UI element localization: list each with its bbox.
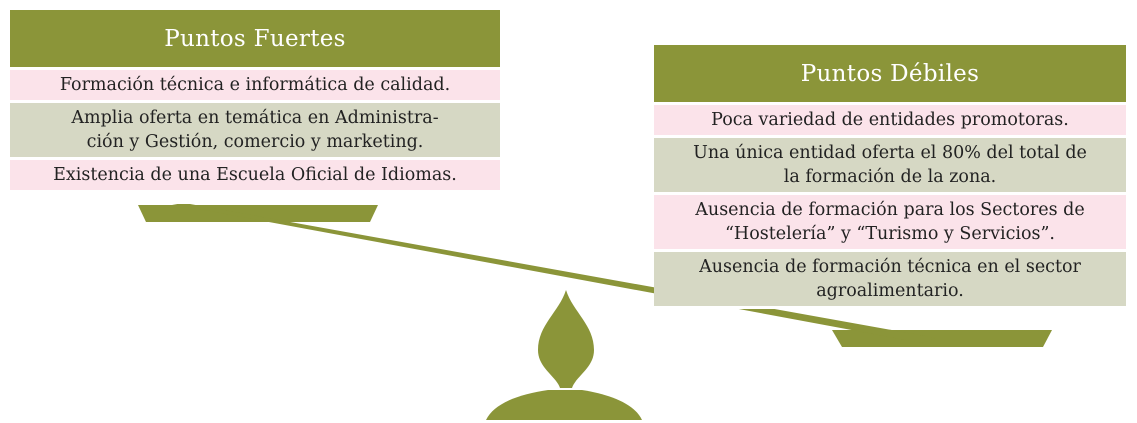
strength-item: Formación técnica e informática de calid… — [10, 70, 500, 100]
weakness-item-text: Una única entidad oferta el 80% del tota… — [693, 143, 1087, 163]
weakness-item: Una única entidad oferta el 80% del tota… — [654, 138, 1126, 192]
strength-item: Existencia de una Escuela Oficial de Idi… — [10, 160, 500, 190]
strength-item-text: Existencia de una Escuela Oficial de Idi… — [53, 165, 457, 185]
weakness-item-text: “Hostelería” y “Turismo y Servicios”. — [724, 224, 1055, 244]
strength-item-text: Amplia oferta en temática en Administra- — [71, 108, 439, 128]
weakness-item-text: la formación de la zona. — [783, 167, 997, 187]
scale-base — [486, 390, 642, 420]
strengths-list: Formación técnica e informática de calid… — [10, 70, 500, 190]
strength-item-text: ción y Gestión, comercio y marketing. — [86, 132, 424, 152]
weakness-item-text: Ausencia de formación técnica en el sect… — [699, 257, 1081, 277]
right-scale-pan — [832, 330, 1052, 347]
weakness-item-text: Ausencia de formación para los Sectores … — [695, 200, 1085, 220]
weakness-item: Ausencia de formación técnica en el sect… — [654, 252, 1126, 306]
strengths-title: Puntos Fuertes — [10, 10, 500, 67]
strengths-panel: Puntos Fuertes Formación técnica e infor… — [10, 10, 500, 193]
strength-item: Amplia oferta en temática en Administra-… — [10, 103, 500, 157]
weakness-item: Ausencia de formación para los Sectores … — [654, 195, 1126, 249]
left-scale-pan — [138, 205, 378, 222]
weakness-item-text: agroalimentario. — [816, 281, 964, 301]
scale-stem — [538, 290, 594, 388]
weaknesses-title: Puntos Débiles — [654, 45, 1126, 102]
weaknesses-panel: Puntos Débiles Poca variedad de entidade… — [654, 45, 1126, 309]
weakness-item: Poca variedad de entidades promotoras. — [654, 105, 1126, 135]
weakness-item-text: Poca variedad de entidades promotoras. — [711, 110, 1069, 130]
strength-item-text: Formación técnica e informática de calid… — [59, 75, 451, 95]
weaknesses-list: Poca variedad de entidades promotoras. U… — [654, 105, 1126, 306]
